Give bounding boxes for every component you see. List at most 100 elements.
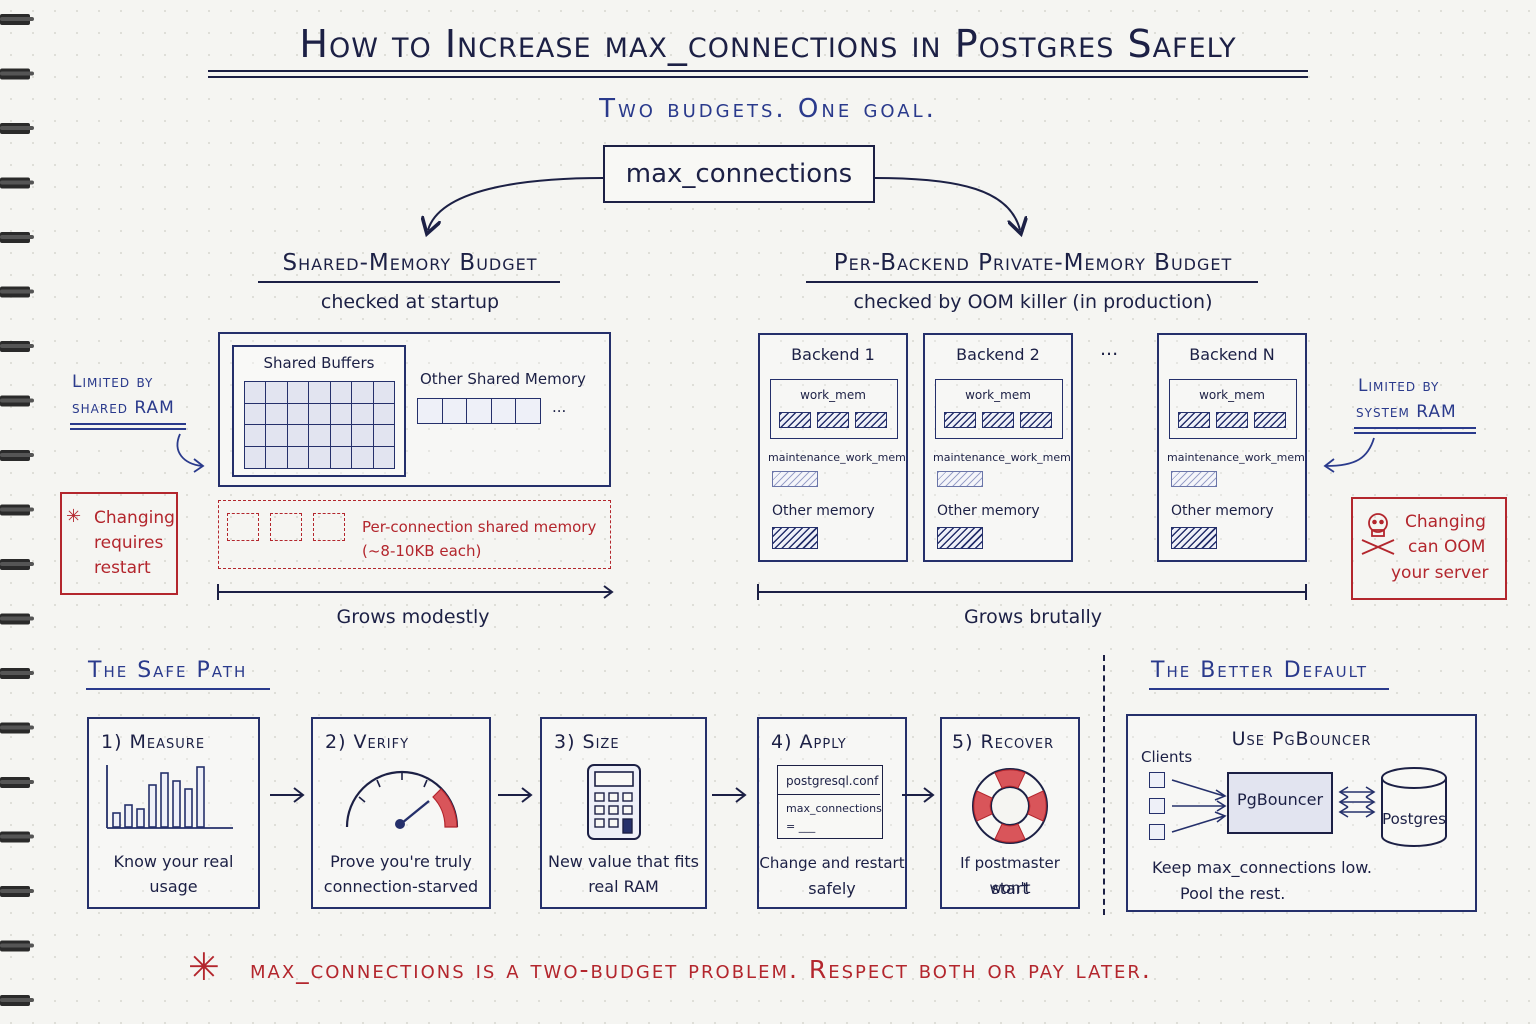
shared-buffer-page — [308, 402, 332, 426]
work-mem-label: work_mem — [800, 388, 866, 402]
client-square — [1149, 798, 1165, 814]
shared-buffer-page — [265, 381, 289, 404]
shared-buffer-page — [265, 445, 289, 469]
max-connections-node: max_connections — [603, 145, 875, 203]
backend-column: Backend N work_mem maintenance_work_mem … — [1157, 333, 1307, 562]
restart-warning-line2: requires — [94, 533, 164, 553]
private-limit-underline-double — [1354, 432, 1476, 434]
restart-warning-line3: restart — [94, 558, 151, 578]
shared-buffer-page — [372, 445, 396, 469]
backend-column: Backend 1 work_mem maintenance_work_mem … — [758, 333, 908, 562]
client-square — [1149, 772, 1165, 788]
work-mem-box: work_mem — [1169, 379, 1297, 439]
work-mem-block — [855, 412, 887, 428]
shared-buffer-page — [329, 402, 353, 426]
private-limit-arrow — [1323, 437, 1375, 473]
safe-path-heading: The Safe Path — [88, 658, 248, 683]
per-conn-size: (~8-10KB each) — [362, 542, 482, 560]
client-square — [1149, 824, 1165, 840]
pgbouncer-panel-title: Use PgBouncer — [1231, 728, 1372, 750]
shared-buffer-page — [244, 381, 267, 404]
maint-mem-block — [937, 471, 983, 487]
pgbouncer-panel: Use PgBouncer Clients PgBouncer Postgres… — [1126, 714, 1477, 912]
other-memory-label: Other memory — [1171, 503, 1274, 519]
shared-buffer-page — [286, 402, 310, 426]
pgbouncer-label: PgBouncer — [1236, 790, 1324, 809]
private-heading-underline — [806, 281, 1258, 283]
maint-mem-label: maintenance_work_mem — [933, 451, 1071, 464]
pool-arrows — [1171, 779, 1376, 833]
step-desc-line2: real RAM — [588, 877, 659, 896]
section-divider — [1103, 655, 1105, 915]
other-shared-label: Other Shared Memory — [420, 370, 586, 388]
private-growth-bracket — [757, 584, 1307, 600]
clients-label: Clients — [1141, 748, 1193, 766]
shared-buffer-page — [329, 445, 353, 469]
page-title: How to Increase max_connections in Postg… — [299, 22, 1237, 66]
branch-arrows — [0, 177, 1536, 260]
title-underline-double — [208, 76, 1308, 78]
shared-buffer-page — [351, 445, 375, 469]
shared-buffer-page — [244, 445, 267, 469]
per-conn-slot — [313, 513, 345, 541]
work-mem-block — [1178, 412, 1210, 428]
other-memory-label: Other memory — [937, 503, 1040, 519]
per-conn-label: Per-connection shared memory — [362, 518, 597, 536]
restart-warning-box — [60, 492, 178, 595]
work-mem-box: work_mem — [770, 379, 898, 439]
shared-buffer-page — [308, 381, 332, 404]
work-mem-box: work_mem — [935, 379, 1063, 439]
step-size: 3) Size New value that fits real RAM — [540, 717, 707, 909]
work-mem-block — [982, 412, 1014, 428]
other-memory-block — [937, 527, 983, 549]
work-mem-block — [1020, 412, 1052, 428]
private-limit-underline — [1354, 427, 1476, 429]
skull-crossbones-icon — [1361, 513, 1395, 555]
step-title: 4) Apply — [771, 731, 847, 753]
work-mem-block — [1216, 412, 1248, 428]
work-mem-label: work_mem — [1199, 388, 1265, 402]
backend-label: Backend N — [1189, 345, 1275, 364]
shared-limit-line1: Limited by — [72, 372, 154, 392]
pgbouncer-note-line1: Keep max_connections low. — [1152, 858, 1372, 877]
step-title: 1) Measure — [101, 731, 206, 753]
backends-ellipsis: ... — [1100, 338, 1119, 360]
private-limit-line1: Limited by — [1358, 376, 1440, 396]
shared-buffer-page — [308, 445, 332, 469]
better-default-underline — [1149, 688, 1389, 690]
private-checked-note: checked by OOM killer (in production) — [853, 291, 1213, 313]
step-desc-line1: New value that fits — [547, 852, 700, 871]
work-mem-block — [944, 412, 976, 428]
other-shared-cell — [466, 398, 492, 424]
gauge-icon — [345, 770, 459, 829]
backend-label: Backend 2 — [956, 345, 1040, 364]
subtitle: Two budgets. One goal. — [599, 94, 937, 124]
life-ring-icon — [972, 768, 1048, 844]
step-recover: 5) Recover If postmaster won't start — [940, 717, 1080, 909]
step-title: 2) Verify — [325, 731, 410, 753]
shared-buffer-page — [329, 424, 353, 447]
restart-warning-line1: Changing — [94, 508, 175, 528]
other-shared-ellipsis: ... — [552, 398, 567, 416]
maint-mem-block — [1171, 471, 1217, 487]
shared-buffer-page — [244, 402, 267, 426]
work-mem-block — [779, 412, 811, 428]
oom-warning-line3: your server — [1391, 563, 1489, 583]
shared-buffer-page — [308, 424, 332, 447]
shared-buffer-page — [265, 402, 289, 426]
restart-warning-star: ✳ — [66, 506, 82, 527]
better-default-heading: The Better Default — [1151, 658, 1369, 683]
oom-warning-box — [1351, 497, 1507, 600]
shared-buffer-page — [244, 424, 267, 447]
other-shared-cells — [417, 398, 541, 424]
shared-grows-label: Grows modestly — [336, 606, 490, 628]
other-shared-cell — [490, 398, 517, 424]
shared-buffer-page — [286, 424, 310, 447]
config-file-value: = ___ — [786, 820, 816, 833]
config-file-name: postgresql.conf — [786, 774, 879, 788]
footer-callout: max_connections is a two-budget problem.… — [250, 955, 1152, 984]
step-desc-line1: If postmaster won't — [960, 854, 1060, 897]
maint-mem-block — [772, 471, 818, 487]
shared-buffer-page — [372, 424, 396, 447]
pgbouncer-note-line2: Pool the rest. — [1180, 884, 1286, 903]
